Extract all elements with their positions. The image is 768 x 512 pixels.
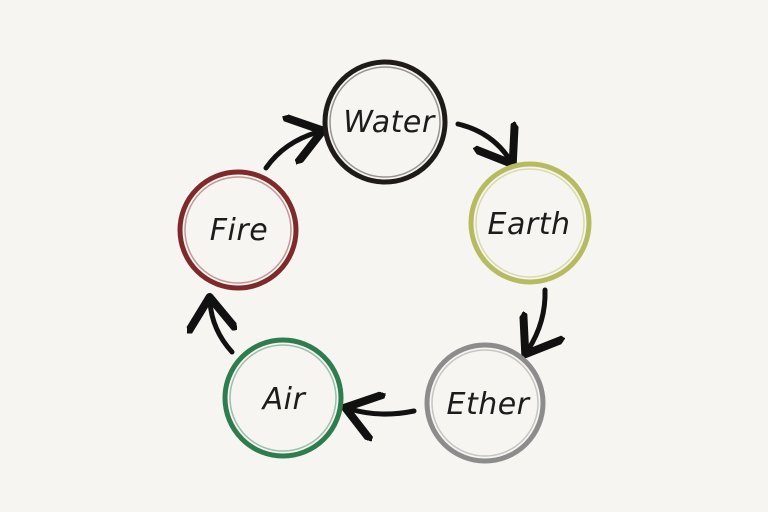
node-water-label: Water xyxy=(343,105,436,140)
node-ether-ring-inner xyxy=(431,349,539,457)
node-air: Air xyxy=(222,337,344,459)
node-fire: Fire xyxy=(177,169,299,291)
arrow-earth-to-ether xyxy=(528,287,545,350)
arrows xyxy=(210,124,545,414)
arrow-fire-to-water xyxy=(263,132,318,171)
node-ether-ring xyxy=(424,342,546,464)
node-air-label: Air xyxy=(261,382,307,417)
node-water: Water xyxy=(322,59,448,185)
node-ether-label: Ether xyxy=(446,387,530,422)
arrow-air-to-fire xyxy=(210,302,232,355)
node-air-ring xyxy=(222,337,344,459)
node-fire-ring-inner xyxy=(184,176,292,284)
node-fire-label: Fire xyxy=(210,213,268,248)
node-water-ring xyxy=(322,59,448,185)
node-ether: Ether xyxy=(424,342,546,464)
node-water-ring-inner xyxy=(329,66,441,178)
node-earth-ring-inner xyxy=(475,168,585,278)
node-earth: Earth xyxy=(468,161,592,285)
node-fire-ring xyxy=(177,169,299,291)
node-air-ring-inner xyxy=(229,344,337,452)
node-earth-label: Earth xyxy=(488,207,571,242)
arrow-ether-to-air xyxy=(350,409,417,414)
node-earth-ring xyxy=(468,161,592,285)
arrow-water-to-earth xyxy=(455,124,510,160)
